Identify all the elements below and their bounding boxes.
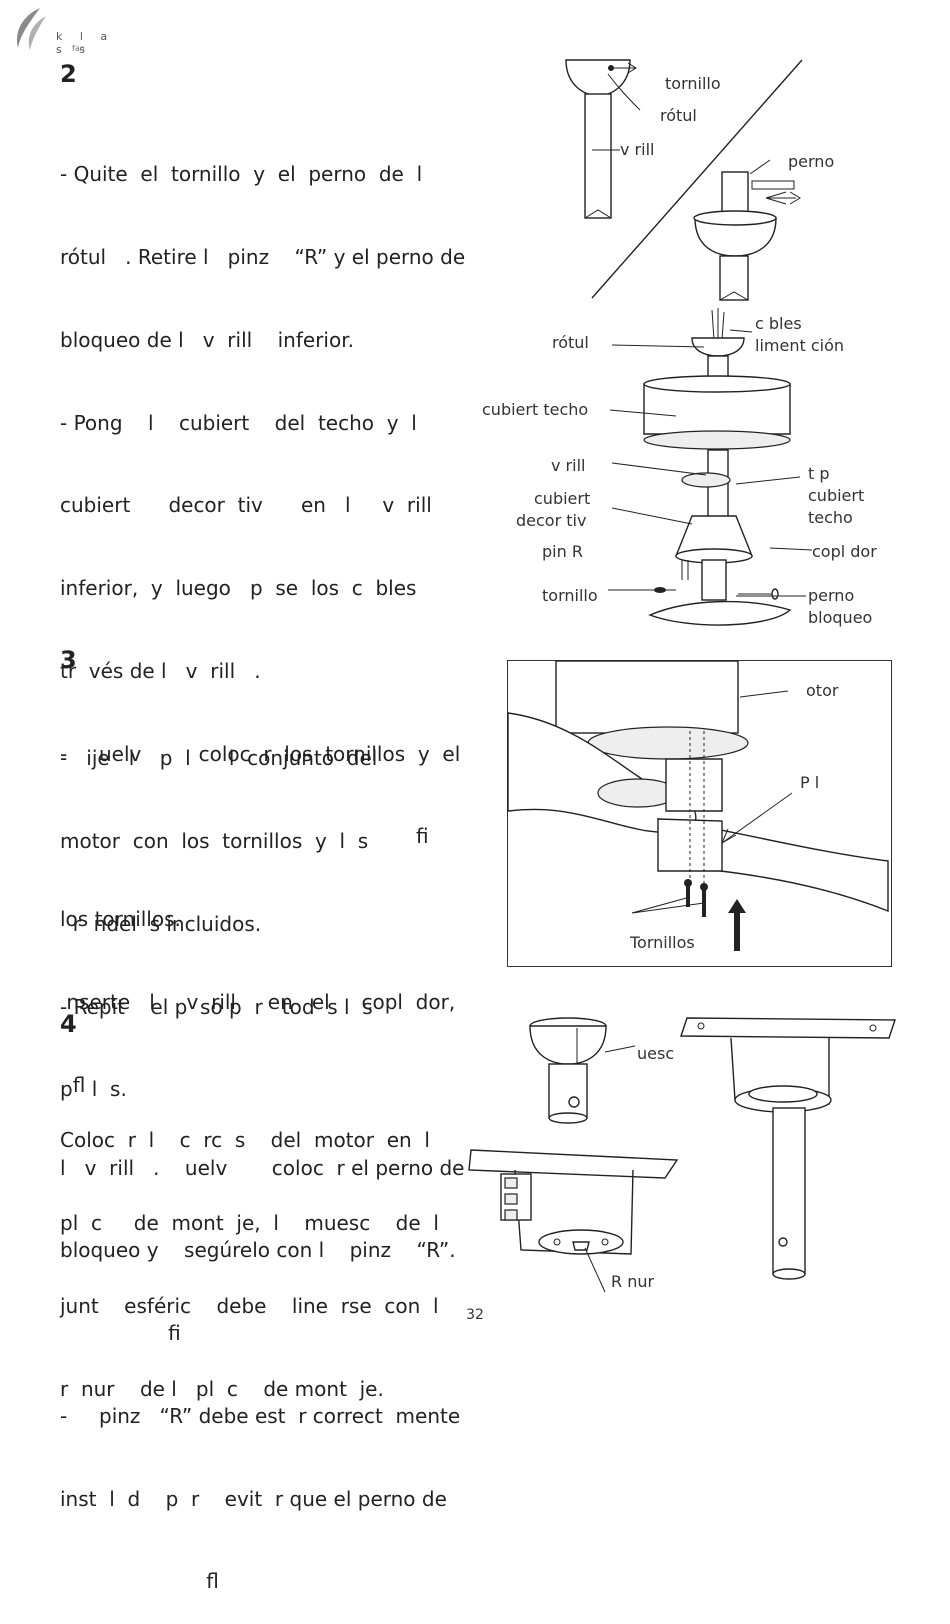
label-tornillo: tornillo <box>542 586 598 605</box>
page-number: 32 <box>466 1307 484 1323</box>
label-varilla: v rill <box>551 456 586 475</box>
text-line: ﬁ <box>60 824 429 849</box>
text-line: r nur de l pl c de mont je. <box>60 1376 384 1401</box>
figure-step-4: uesc R nur <box>465 1010 905 1300</box>
label-perno-bloqueo-2: bloqueo <box>808 608 873 627</box>
text-line: inst l d p r evit r que el perno de <box>60 1486 447 1511</box>
text-line: junt esféric debe line rse con l <box>60 1293 439 1318</box>
text-line: - ije l p l l conjunto del <box>60 746 378 771</box>
label-pala: P l <box>800 773 820 792</box>
logo-leaf-icon <box>16 8 46 50</box>
label-ranura: R nur <box>611 1272 655 1291</box>
text-line: motor con los tornillos y l s <box>60 828 369 853</box>
label-acoplador: copl dor <box>812 542 877 561</box>
text-line: - Quite el tornillo y el perno de l <box>60 162 423 187</box>
text-line: ﬁ <box>60 1321 181 1346</box>
label-perno-bloqueo-1: perno <box>808 586 855 605</box>
label-tapa-techo: techo <box>808 508 853 527</box>
label-rotul-top: rótul <box>660 106 697 125</box>
figure-step-3: otor P l Tornillos <box>507 660 892 967</box>
mounting-bracket-diagram <box>468 1017 896 1293</box>
text-line: pl c de mont je, l muesc de l <box>60 1210 439 1235</box>
text-line: ﬂ <box>60 1072 86 1097</box>
label-tapa: t p <box>808 464 830 483</box>
text-line: cubiert decor tiv en l v rill <box>60 493 432 518</box>
step-4-number: 4 <box>60 1010 77 1038</box>
text-line: p l s. <box>60 1077 127 1102</box>
step-4-text: Coloc r l c rc s del motor en l pl c de … <box>60 1072 439 1431</box>
text-line: ﬂ <box>60 1569 219 1594</box>
downrod-assembly-diagram <box>565 59 813 626</box>
label-cubierta: cubiert <box>534 489 591 508</box>
brand-logo: k l a s s fan <box>12 6 122 56</box>
text-line: tr vés de l v rill . <box>60 658 261 683</box>
text-line: - uelv coloc r los tornillos y el <box>60 741 461 766</box>
label-muesca: uesc <box>637 1044 675 1063</box>
label-alimentacion: liment ción <box>755 336 844 355</box>
label-pin: pin R <box>542 542 583 561</box>
text-line: nserte l v rill en el copl dor, <box>60 990 456 1014</box>
label-perno: perno <box>788 152 835 171</box>
text-line: bloqueo y segúrelo con l pinz “R”. <box>60 1238 456 1263</box>
text-line: los tornillos. <box>60 907 181 932</box>
label-rotul: rótul <box>552 333 589 352</box>
blade-motor-diagram <box>507 660 889 951</box>
label-tornillo-top: tornillo <box>665 74 721 93</box>
label-tapa-cubierta: cubiert <box>808 486 865 505</box>
label-cables: c bles <box>755 314 802 333</box>
text-line: - Repit el p so p r tod s l s <box>60 994 373 1019</box>
step-3-number: 3 <box>60 646 77 674</box>
step-3-text: - ije l p l l conjunto del motor con los… <box>60 690 377 1132</box>
label-decorativa: decor tiv <box>516 511 587 530</box>
text-line: - Pong l cubiert del techo y l <box>60 410 417 435</box>
text-line: l v rill . uelv coloc r el perno de <box>60 1155 465 1180</box>
figure-step-2: tornillo rótul v rill perno rótul c bles… <box>470 50 910 640</box>
text-line: bloqueo de l v rill inferior. <box>60 327 354 352</box>
step-2-number: 2 <box>60 60 77 88</box>
text-line: Coloc r l c rc s del motor en l <box>60 1128 430 1153</box>
label-motor: otor <box>806 681 839 700</box>
label-tornillos: Tornillos <box>630 933 695 952</box>
label-varilla-top: v rill <box>620 140 655 159</box>
text-line: rótul . Retire l pinz “R” y el perno de <box>60 244 466 269</box>
logo-sub-text: fan <box>72 44 85 53</box>
label-cubierta-techo: cubiert techo <box>482 400 589 419</box>
logo-brand-text: k l a s s <box>56 30 115 56</box>
text-line: r ndel s incluidos. <box>60 911 262 936</box>
text-line: inferior, y luego p se los c bles <box>60 576 417 601</box>
